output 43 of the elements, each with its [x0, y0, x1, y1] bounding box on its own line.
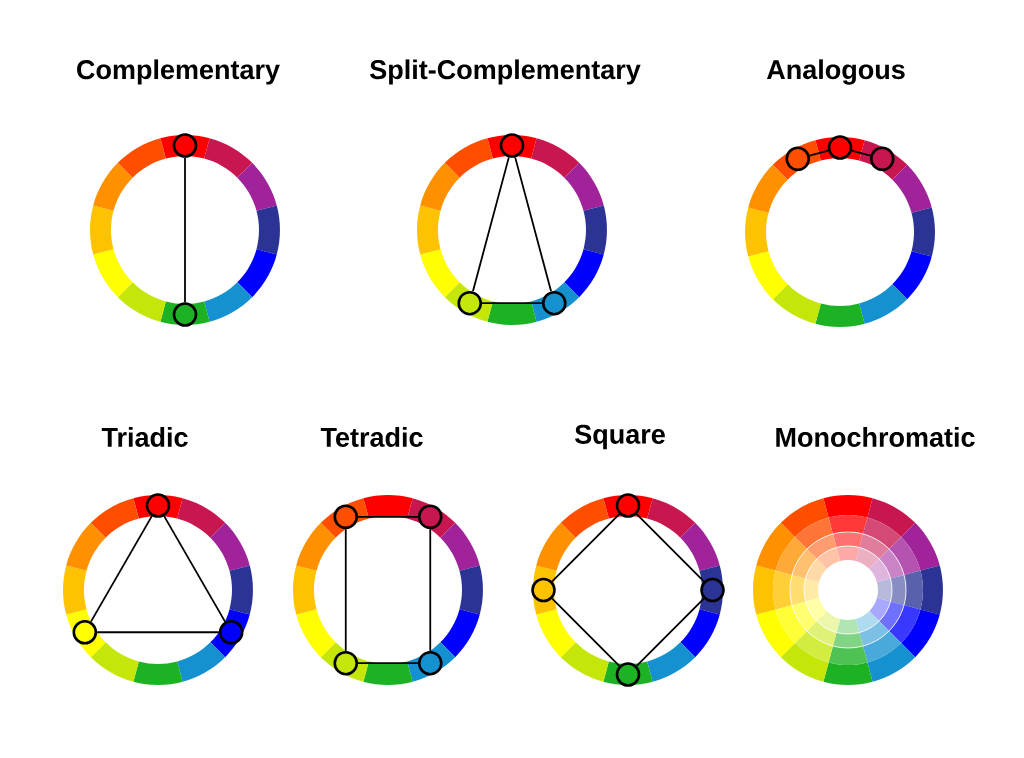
connector-line — [429, 528, 432, 652]
color-marker — [785, 146, 811, 172]
connector-line — [357, 662, 419, 665]
color-marker — [615, 662, 641, 687]
color-marker — [531, 577, 556, 603]
color-marker — [172, 302, 198, 327]
color-marker — [417, 650, 443, 676]
color-marker — [172, 133, 198, 158]
connector-line — [808, 149, 830, 157]
connector-line — [551, 513, 621, 583]
wheel-title: Monochromatic — [776, 427, 975, 447]
wheel-title: Analogous — [766, 59, 905, 85]
connector-line — [184, 156, 186, 304]
wheel-title: Tetradic — [320, 427, 423, 447]
color-marker — [145, 493, 171, 518]
color-marker — [541, 290, 567, 316]
connector-line — [472, 156, 510, 293]
color-marker — [333, 504, 359, 530]
color-marker — [700, 577, 725, 603]
connector-line — [635, 597, 705, 667]
wheel-title: Triadic — [101, 427, 188, 447]
color-marker — [615, 493, 641, 518]
connector-line — [481, 302, 543, 305]
connector-line — [90, 515, 153, 623]
connector-line — [635, 513, 705, 583]
wheel-title: Split-Complementary — [370, 59, 641, 85]
connector-line — [344, 528, 347, 652]
color-marker — [218, 619, 244, 645]
wheel-title: Square — [575, 424, 665, 450]
connector-line — [514, 156, 552, 293]
color-marker — [827, 135, 853, 160]
connector-line — [96, 631, 220, 634]
color-marker — [417, 504, 443, 530]
color-marker — [333, 650, 359, 676]
connector-line — [163, 515, 226, 623]
connector-line — [851, 149, 872, 157]
connector-line — [357, 515, 419, 518]
color-marker — [869, 146, 895, 172]
color-marker — [72, 619, 98, 645]
color-marker — [457, 290, 483, 316]
color-marker — [499, 133, 525, 158]
wheel-title: Complementary — [77, 59, 280, 85]
connector-line — [551, 597, 621, 667]
